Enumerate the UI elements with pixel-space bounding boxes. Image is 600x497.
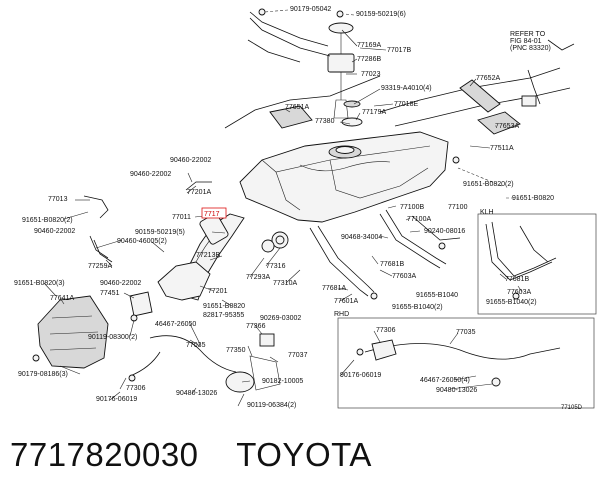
callout-label: 90159-50219(6) bbox=[356, 11, 406, 18]
rhd-section-label: RHD bbox=[334, 311, 349, 318]
callout-label: 77018E bbox=[394, 101, 418, 108]
callout-label: 90460-22002 bbox=[170, 157, 211, 164]
callout-label: 90182-10005 bbox=[262, 378, 303, 385]
callout-label: 77100 bbox=[448, 204, 468, 211]
fuel-tank-parts-diagram: 7717 KLH RHD REFER TO FIG 84-01 (PNC 833… bbox=[14, 6, 597, 411]
callout-label: 77652A bbox=[476, 75, 500, 82]
callout-label: 77013 bbox=[48, 196, 68, 203]
callout-label: 77681A bbox=[322, 285, 346, 292]
callout-label: 77201 bbox=[208, 288, 228, 295]
brand-name: TOYOTA bbox=[236, 436, 372, 473]
callout-label: 77681B bbox=[380, 261, 404, 268]
callout-label: 91655-B1040 bbox=[416, 292, 458, 299]
callout-label: 77035 bbox=[456, 329, 476, 336]
callout-label: 82817-95355 bbox=[203, 312, 244, 319]
callout-label: 90179-08186(3) bbox=[18, 371, 68, 378]
klh-section-label: KLH bbox=[480, 209, 494, 216]
callout-label: 90240-08016 bbox=[424, 228, 465, 235]
callout-label: 91651-B0820(3) bbox=[14, 280, 65, 287]
callout-label: 77011 bbox=[172, 214, 191, 221]
callout-label: 77169A bbox=[357, 42, 381, 49]
callout-label: 77316 bbox=[266, 263, 286, 270]
callout-label: 77037 bbox=[288, 352, 308, 359]
callout-label: 77603A bbox=[392, 273, 416, 280]
callout-label: 77310A bbox=[273, 280, 297, 287]
callout-label: 77350 bbox=[226, 347, 246, 354]
callout-label: 77035 bbox=[186, 342, 206, 349]
callout-label: 90159-50219(5) bbox=[135, 229, 185, 236]
callout-label: 90119-06384(2) bbox=[247, 402, 296, 409]
callout-label: 77653A bbox=[495, 123, 519, 130]
diagram-code: 77105D bbox=[561, 405, 583, 411]
fuel-tank-illustration bbox=[32, 8, 575, 393]
callout-label: 90176-06019 bbox=[96, 396, 137, 403]
callout-label: 77286B bbox=[357, 56, 381, 63]
callout-label: 77179A bbox=[362, 109, 386, 116]
rhd-inset-box bbox=[337, 317, 595, 409]
callout-label: 90480-13026 bbox=[176, 390, 217, 397]
callout-label: 91655-B1040(2) bbox=[486, 299, 537, 306]
callout-label: 77366 bbox=[246, 323, 266, 330]
refer-note-line-1: REFER TO bbox=[510, 31, 546, 38]
callout-label: 91651-B0820(2) bbox=[22, 217, 73, 224]
callout-label: 90119-08300(2) bbox=[88, 334, 137, 341]
callout-label: 91651-B0820 bbox=[203, 303, 245, 310]
callout-label: 90176-06019 bbox=[340, 372, 381, 379]
callout-label: 77017B bbox=[387, 47, 411, 54]
callout-label: 77601A bbox=[334, 298, 358, 305]
callout-label: 77293A bbox=[246, 274, 270, 281]
refer-note-line-2: FIG 84-01 bbox=[510, 38, 542, 45]
callout-label: 77306 bbox=[376, 327, 396, 334]
callout-label: 77023 bbox=[361, 71, 381, 78]
klh-inset-box bbox=[477, 213, 597, 315]
callout-label: 90460-22002 bbox=[130, 171, 171, 178]
callout-label: 77380 bbox=[315, 118, 335, 125]
callout-label: 77651A bbox=[285, 104, 309, 111]
caption-bar: 7717820030 TOYOTA bbox=[10, 436, 372, 476]
callout-label: 77641A bbox=[50, 295, 74, 302]
callout-label: 90480-13026 bbox=[436, 387, 477, 394]
callout-label: 90269-03002 bbox=[260, 315, 301, 322]
callout-label: 46467-26050(4) bbox=[420, 377, 470, 384]
refer-note-line-3: (PNC 83320) bbox=[510, 45, 551, 52]
callout-label: 93319-A4010(4) bbox=[381, 85, 432, 92]
callout-label: 77201A bbox=[187, 189, 211, 196]
callout-label: 90460-46005(2) bbox=[117, 238, 167, 245]
part-number: 7717820030 bbox=[10, 436, 199, 473]
callout-label: 77100B bbox=[400, 204, 424, 211]
callout-label: 90179-05042 bbox=[290, 6, 331, 13]
callout-label: 77681B bbox=[505, 276, 529, 283]
callout-label: 77100A bbox=[407, 216, 431, 223]
callout-label: 90460-22002 bbox=[100, 280, 141, 287]
callout-label: 77511A bbox=[490, 145, 514, 152]
callout-label: 91651-B0820 bbox=[512, 195, 554, 202]
callout-label: 90468-34004 bbox=[341, 234, 382, 241]
callout-label: 91655-B1040(2) bbox=[392, 304, 443, 311]
callout-label: 77259A bbox=[88, 263, 112, 270]
callout-label: 77451 bbox=[100, 290, 120, 297]
highlighted-part-label: 7717 bbox=[204, 211, 220, 218]
callout-label: 77306 bbox=[126, 385, 146, 392]
callout-label: 77213B bbox=[196, 252, 220, 259]
callout-label: 46467-26050 bbox=[155, 321, 196, 328]
leader-lines bbox=[43, 9, 523, 407]
callout-label: 77603A bbox=[507, 289, 531, 296]
highlighted-part-box bbox=[201, 207, 227, 219]
callout-label: 91651-B0820(2) bbox=[463, 181, 514, 188]
callout-labels: 90179-05042 90159-50219(6) 77169A 77017B… bbox=[14, 6, 554, 409]
callout-label: 90460-22002 bbox=[34, 228, 75, 235]
